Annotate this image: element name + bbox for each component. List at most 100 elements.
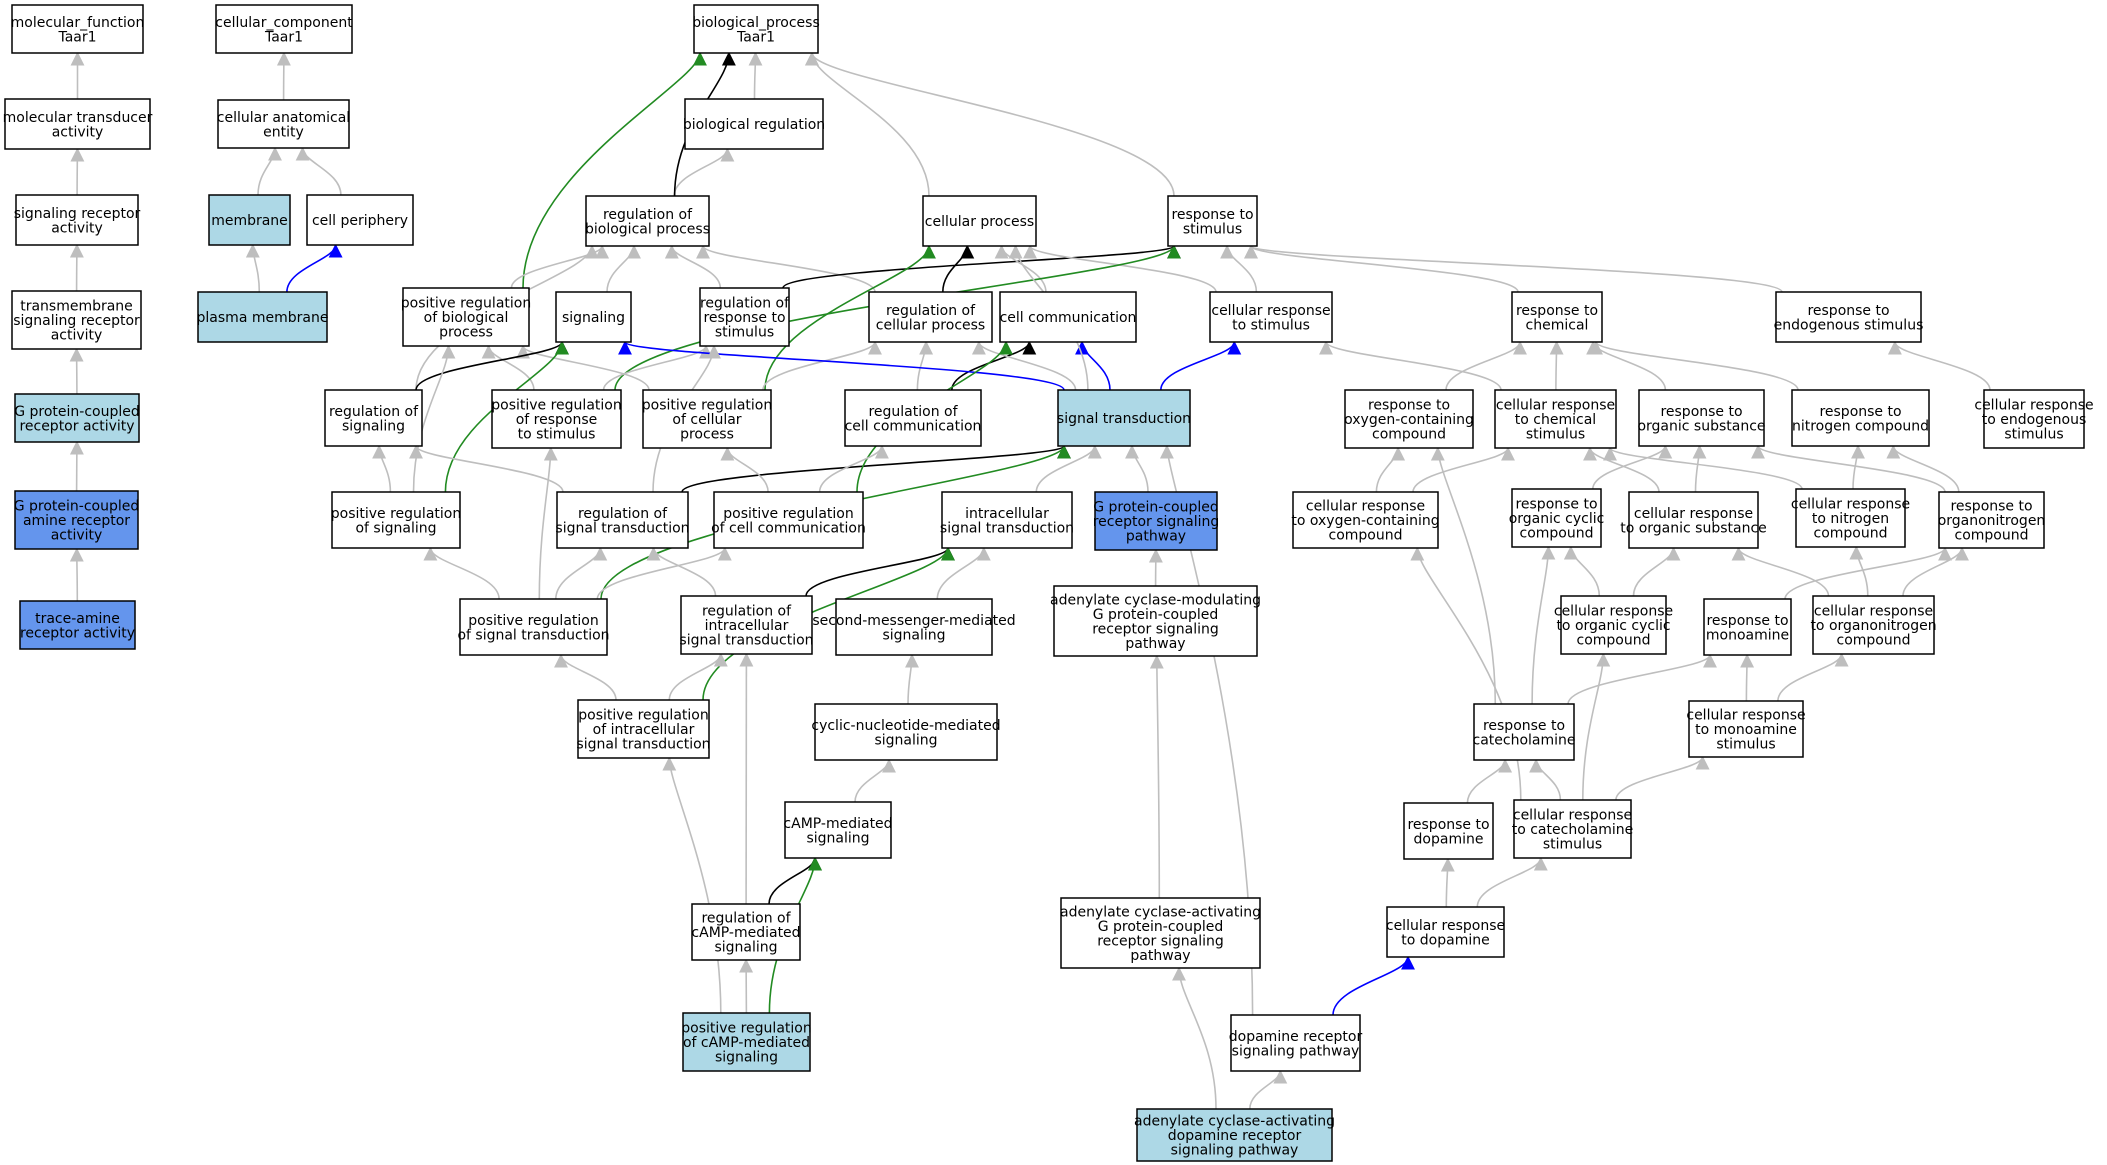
go-term-node-mem: membrane xyxy=(208,194,291,246)
node-box xyxy=(208,194,291,246)
node-label-line: receptor signaling xyxy=(1097,933,1224,949)
node-label-line: intracellular xyxy=(705,618,789,634)
node-label-line: stimulus xyxy=(1526,427,1585,443)
edge-rst-to-rsig xyxy=(409,444,564,493)
node-label-line: response to xyxy=(1171,207,1253,223)
node-label-line: compound xyxy=(1577,633,1651,649)
node-box xyxy=(1513,799,1632,859)
edge-tara-to-gpcaa xyxy=(69,547,84,602)
node-label-line: stimulus xyxy=(715,325,774,341)
node-label-line: to catecholamine xyxy=(1512,822,1634,838)
edge-crmono-to-rmono xyxy=(1740,653,1755,702)
edge-breg-to-bp xyxy=(748,51,763,100)
edge-cproc-to-bp xyxy=(804,51,930,197)
node-label-line: G protein-coupled xyxy=(14,499,140,515)
node-box xyxy=(1983,389,2085,449)
node-label-line: biological_process xyxy=(692,15,820,31)
node-label-line: nitrogen compound xyxy=(1792,418,1929,434)
edge-mem-to-cae xyxy=(257,146,282,196)
node-label-line: dopamine receptor xyxy=(1168,1128,1302,1144)
node-label-line: cellular response xyxy=(1634,506,1753,522)
node-label-line: cellular process xyxy=(876,317,985,333)
edge-crcat-to-rcat xyxy=(1529,758,1562,801)
node-box xyxy=(1511,291,1603,343)
edge-ronit-to-rnit xyxy=(1886,444,1960,493)
node-label-line: receptor signaling xyxy=(1093,514,1220,530)
node-box xyxy=(814,703,998,761)
node-box xyxy=(11,4,144,54)
node-label-line: process xyxy=(439,325,493,341)
node-label-line: response to xyxy=(1516,303,1598,319)
node-label-line: to stimulus xyxy=(518,427,596,443)
node-box xyxy=(642,389,772,449)
edge-prbp-to-bp xyxy=(522,51,707,289)
node-box xyxy=(585,195,710,247)
node-label-line: positive regulation xyxy=(491,398,621,414)
node-box xyxy=(1795,488,1906,548)
node-box xyxy=(19,600,136,650)
node-box xyxy=(1628,491,1759,549)
go-term-node-cper: cell periphery xyxy=(306,194,414,246)
node-label-line: to nitrogen xyxy=(1812,511,1889,527)
node-label-line: regulation of xyxy=(578,506,668,522)
edge-st-to-rcp xyxy=(971,340,1077,391)
edge-prcc-to-prcp xyxy=(720,446,769,493)
edge-prrs-to-rrs xyxy=(602,344,713,391)
node-box xyxy=(1775,291,1922,343)
node-box xyxy=(14,393,140,443)
node-label-line: of cAMP-mediated xyxy=(683,1035,810,1051)
node-box xyxy=(835,598,993,656)
node-label-line: activity xyxy=(51,328,103,344)
edge-rmono-to-ronit xyxy=(1784,546,1952,600)
edge-prcp-to-prbp xyxy=(516,344,650,391)
node-label-line: cellular process xyxy=(925,214,1034,230)
edge-st-to-ccom xyxy=(1075,340,1111,391)
node-box xyxy=(556,491,689,549)
edge-gpcrsp-to-st xyxy=(1125,444,1149,493)
node-label-line: organic cyclic xyxy=(1509,511,1605,527)
node-label-line: stimulus xyxy=(1183,221,1242,237)
node-box xyxy=(1386,906,1505,958)
node-box xyxy=(1136,1108,1333,1162)
edge-rrs-to-rbp xyxy=(664,244,722,289)
node-box xyxy=(331,491,461,549)
node-label-line: signal transduction xyxy=(555,520,689,536)
node-label-line: activity xyxy=(51,220,103,236)
edge-sig-to-rbp xyxy=(606,244,641,293)
go-term-node-pmem: plasma membrane xyxy=(197,291,328,343)
edge-prst-to-prcc xyxy=(596,546,732,600)
node-label-line: G protein-coupled xyxy=(1093,500,1219,516)
node-label-line: regulation of xyxy=(886,303,976,319)
node-label-line: response to xyxy=(1950,499,2032,515)
edge-crchem-to-crstim xyxy=(1319,340,1502,391)
node-label-line: signaling pathway xyxy=(1232,1043,1360,1059)
node-box xyxy=(1812,595,1935,655)
node-label-line: regulation of xyxy=(700,296,790,312)
edge-rcp-to-rbp xyxy=(696,244,876,293)
node-label-line: regulation of xyxy=(603,207,693,223)
edge-rocc-to-rorg xyxy=(1592,444,1673,490)
edge-rstim-to-bp xyxy=(805,51,1175,197)
node-label-line: cellular anatomical xyxy=(217,110,350,126)
